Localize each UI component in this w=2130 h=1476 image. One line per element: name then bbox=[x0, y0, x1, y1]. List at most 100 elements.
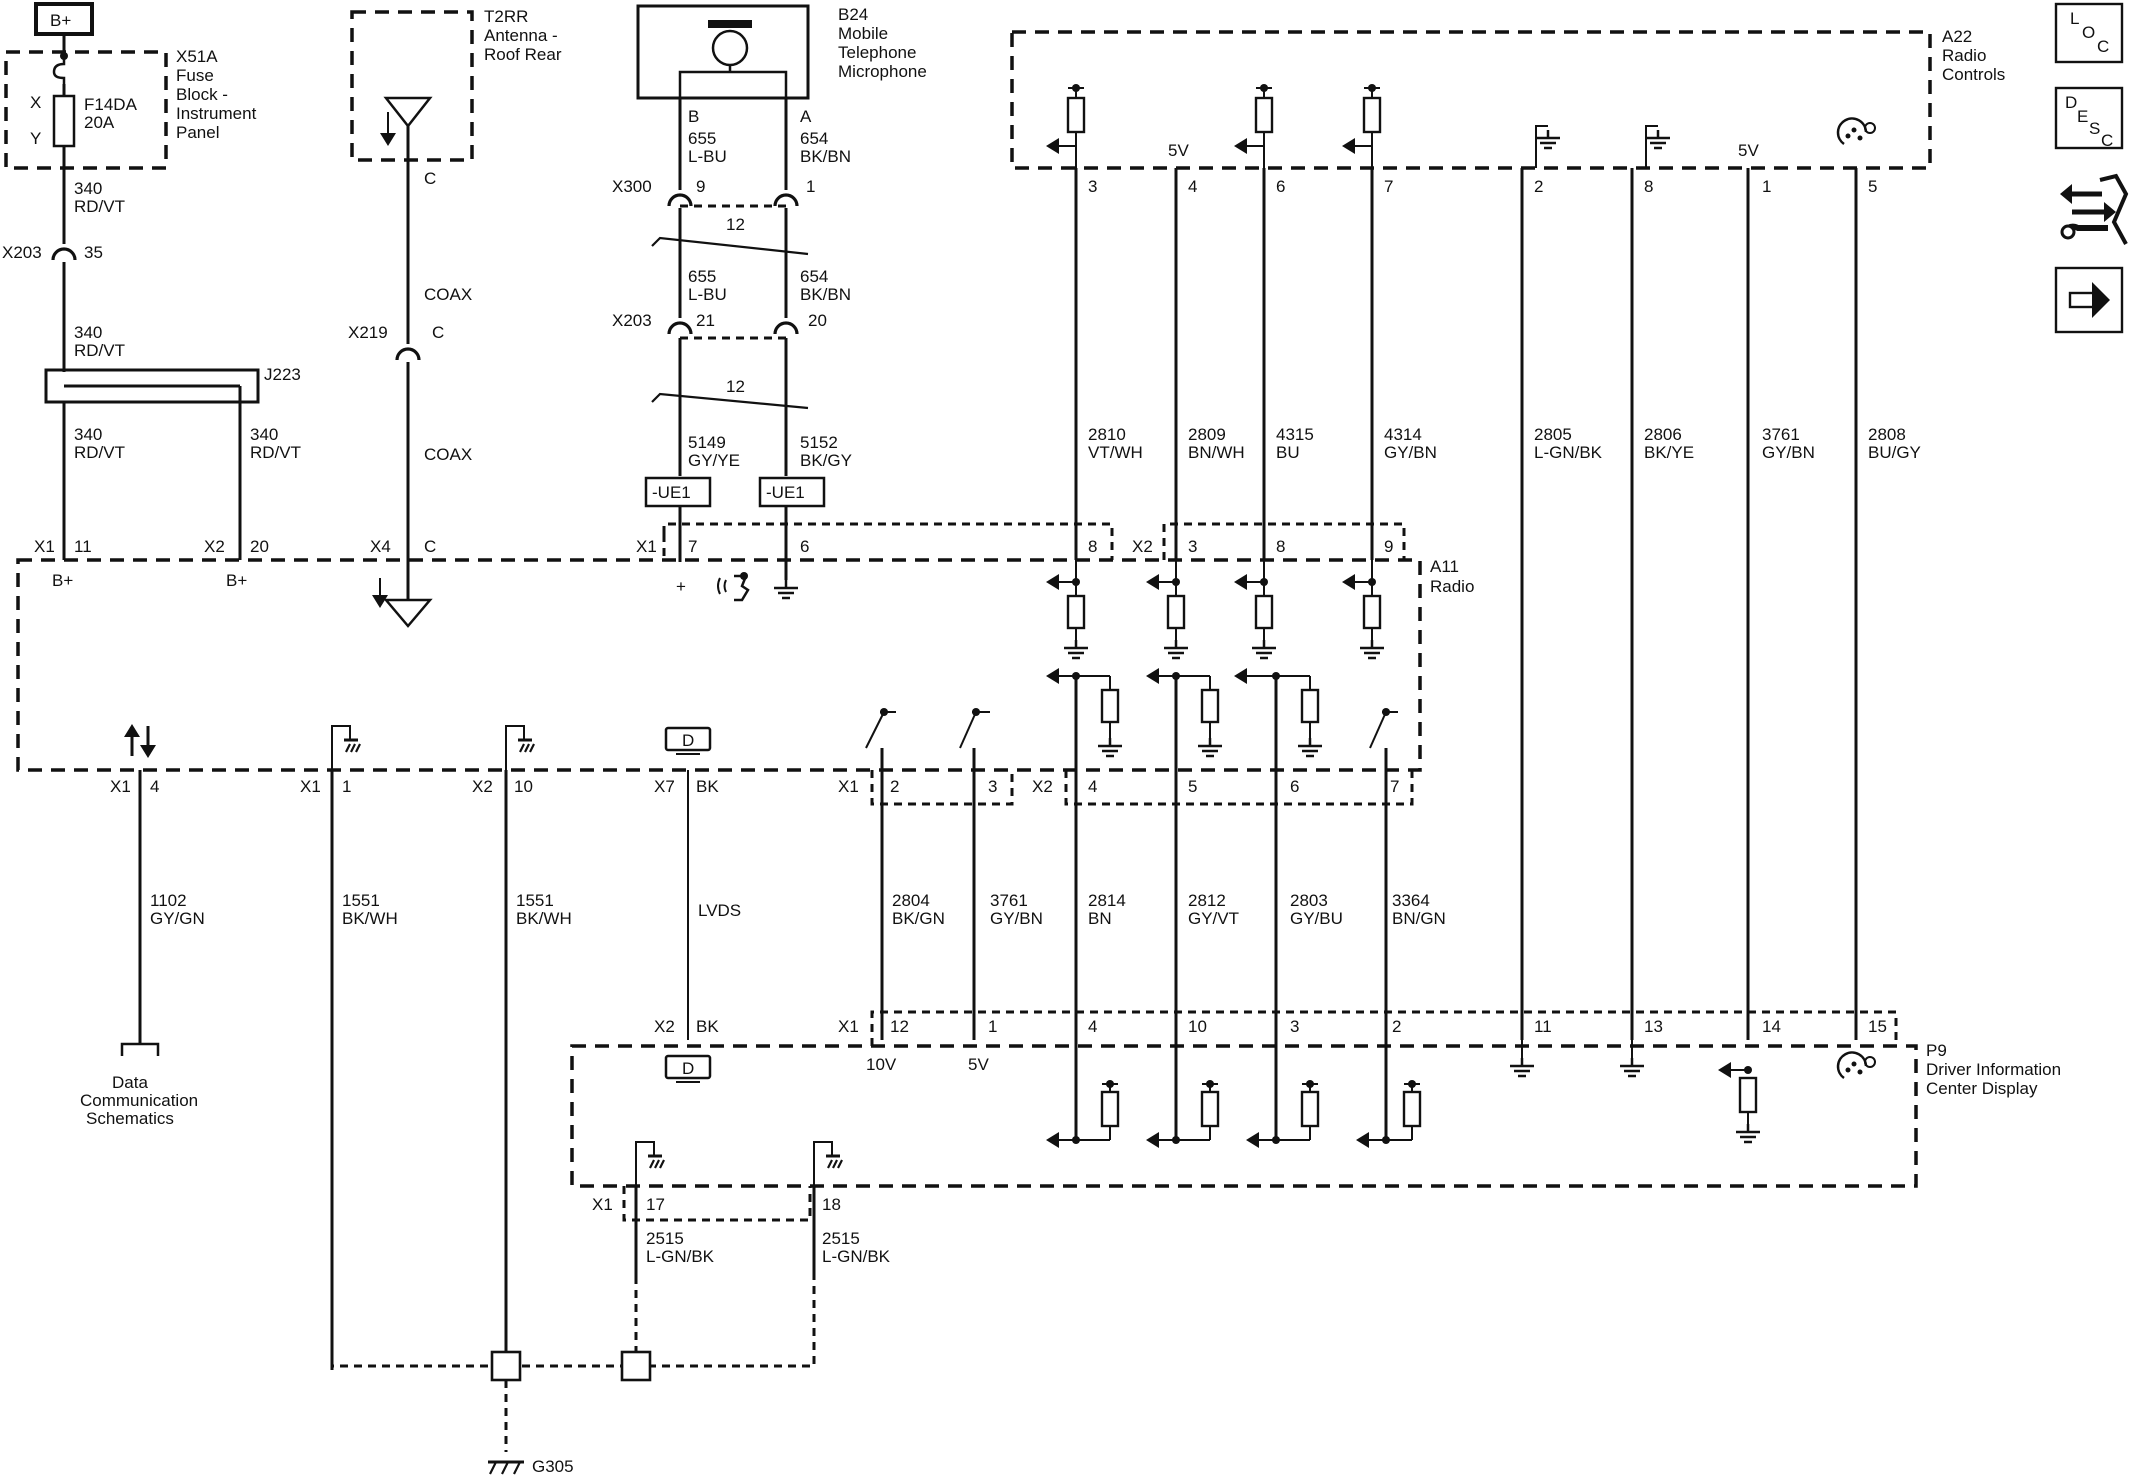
x51a-label-3: Instrument bbox=[176, 104, 257, 123]
next-page-button[interactable] bbox=[2054, 266, 2124, 334]
wire-340b-number: 340 bbox=[74, 323, 102, 342]
p9-10v: 10V bbox=[866, 1055, 897, 1074]
a11-pin-9: 9 bbox=[1384, 537, 1393, 556]
wire-2803-number: 2803 bbox=[1290, 891, 1328, 910]
a11-pin-3: 3 bbox=[1188, 537, 1197, 556]
bidirectional-arrow-icon bbox=[124, 724, 156, 758]
p9-pin-12: 12 bbox=[890, 1017, 909, 1036]
a22-id: A22 bbox=[1942, 27, 1972, 46]
x203b-pin-21: 21 bbox=[696, 311, 715, 330]
wire-3364-number: 3364 bbox=[1392, 891, 1430, 910]
x203-label: X203 bbox=[2, 243, 42, 262]
wire-1102-color: GY/GN bbox=[150, 909, 205, 928]
p9-case-ground-17 bbox=[635, 1141, 666, 1186]
location-button[interactable]: L O C bbox=[2054, 2, 2124, 64]
wire-2515b-color: L-GN/BK bbox=[822, 1247, 891, 1266]
b24-id: B24 bbox=[838, 5, 868, 24]
a22-pin-4: 4 bbox=[1188, 177, 1197, 196]
j223-splice: J223 bbox=[44, 365, 301, 404]
fuse-pin-y: Y bbox=[30, 129, 41, 148]
a11-case-ground-2 bbox=[505, 725, 536, 770]
data-comm-label-3: Schematics bbox=[86, 1109, 174, 1128]
a11-x1b-label: X1 bbox=[636, 537, 657, 556]
a22-pullup-7 bbox=[1342, 84, 1382, 168]
ue1-ferrite-a: -UE1 bbox=[644, 476, 712, 508]
desc-letter-d: D bbox=[2065, 93, 2077, 112]
x203b-pin-20: 20 bbox=[808, 311, 827, 330]
data-communication-link[interactable]: Data Communication Schematics bbox=[80, 1042, 198, 1128]
a11-switches bbox=[865, 708, 1398, 749]
a22-pin-3: 3 bbox=[1088, 177, 1097, 196]
t2rr-label-2: Roof Rear bbox=[484, 45, 562, 64]
p9-label-2: Center Display bbox=[1926, 1079, 2038, 1098]
a11-pin-8b: 8 bbox=[1276, 537, 1285, 556]
a11-pin-c: C bbox=[424, 537, 436, 556]
a11b-pin-bk: BK bbox=[696, 777, 719, 796]
connector-tool-icon[interactable] bbox=[2060, 173, 2129, 245]
ue1-a-label: -UE1 bbox=[652, 483, 691, 502]
g305-ground-bus: G305 bbox=[330, 1276, 816, 1476]
coax-label-1: COAX bbox=[424, 285, 472, 304]
p9-pin-11: 11 bbox=[1534, 1017, 1552, 1036]
p9-pin-bk: BK bbox=[696, 1017, 719, 1036]
j223-label: J223 bbox=[264, 365, 301, 384]
a11-pin-20: 20 bbox=[250, 537, 269, 556]
a11-pin-8: 8 bbox=[1088, 537, 1097, 556]
a22-radio-controls: A22 Radio Controls 5V 5V bbox=[1010, 27, 2005, 170]
wire-340d-color: RD/VT bbox=[250, 443, 301, 462]
x203-pin: 35 bbox=[84, 243, 103, 262]
wire-340d-number: 340 bbox=[250, 425, 278, 444]
wire-2809-number: 2809 bbox=[1188, 425, 1226, 444]
a22-pin-8: 8 bbox=[1644, 177, 1653, 196]
p9-pin-1: 1 bbox=[988, 1017, 997, 1036]
wire-340c-number: 340 bbox=[74, 425, 102, 444]
x300-connector: X300 9 1 12 bbox=[612, 177, 815, 234]
wire-340-number: 340 bbox=[74, 179, 102, 198]
loc-letter-l: L bbox=[2070, 9, 2079, 28]
description-button[interactable]: D E S C bbox=[2054, 86, 2124, 150]
wire-2810-color: VT/WH bbox=[1088, 443, 1143, 462]
a11b-pin-2: 2 bbox=[890, 777, 899, 796]
a22-5v-a: 5V bbox=[1168, 141, 1189, 160]
b24-microphone: B24 Mobile Telephone Microphone B A bbox=[636, 4, 927, 126]
a11b-x1b-label: X1 bbox=[300, 777, 321, 796]
wire-340-color: RD/VT bbox=[74, 197, 125, 216]
display-icon-a11: D bbox=[664, 726, 712, 755]
p9-pin-15: 15 bbox=[1868, 1017, 1887, 1036]
x203b-twist-label: 12 bbox=[726, 377, 745, 396]
b-plus-source: B+ bbox=[34, 2, 94, 52]
p9-input-circuits bbox=[1046, 1080, 1422, 1148]
wire-4314-color: GY/BN bbox=[1384, 443, 1437, 462]
wire-654-color: BK/BN bbox=[800, 147, 851, 166]
wire-2809-color: BN/WH bbox=[1188, 443, 1245, 462]
wire-340b-color: RD/VT bbox=[74, 341, 125, 360]
wire-1551b-number: 1551 bbox=[516, 891, 554, 910]
a11-pin-7: 7 bbox=[688, 537, 697, 556]
wire-2515a-color: L-GN/BK bbox=[646, 1247, 715, 1266]
a11-resistor-row-top bbox=[1046, 560, 1386, 660]
wire-655b-number: 655 bbox=[688, 267, 716, 286]
a22-label-2: Controls bbox=[1942, 65, 2005, 84]
wire-4315-number: 4315 bbox=[1276, 425, 1314, 444]
p9-x2-label: X2 bbox=[654, 1017, 675, 1036]
loc-letter-c: C bbox=[2097, 37, 2109, 56]
twisted-pair-mark-2 bbox=[651, 392, 809, 410]
display-letter-p9: D bbox=[682, 1059, 694, 1078]
wire-2814-color: BN bbox=[1088, 909, 1112, 928]
p9-pin-3: 3 bbox=[1290, 1017, 1299, 1036]
wire-3364-color: BN/GN bbox=[1392, 909, 1446, 928]
p9b-pin-17: 17 bbox=[646, 1195, 665, 1214]
a11-id: A11 bbox=[1430, 557, 1459, 576]
fuse-pin-x: X bbox=[30, 93, 41, 112]
a22-pin-2: 2 bbox=[1534, 177, 1543, 196]
x51a-label-1: Fuse bbox=[176, 66, 214, 85]
desc-letter-s: S bbox=[2089, 119, 2100, 138]
a11b-pin-4: 4 bbox=[150, 777, 159, 796]
p9-case-ground-18 bbox=[813, 1141, 844, 1186]
p9-pin-10: 10 bbox=[1188, 1017, 1207, 1036]
a11b-pin-7: 7 bbox=[1390, 777, 1399, 796]
x300-pin-9: 9 bbox=[696, 177, 705, 196]
a11-pin-11: 11 bbox=[74, 537, 92, 556]
t2rr-pin: C bbox=[424, 169, 436, 188]
